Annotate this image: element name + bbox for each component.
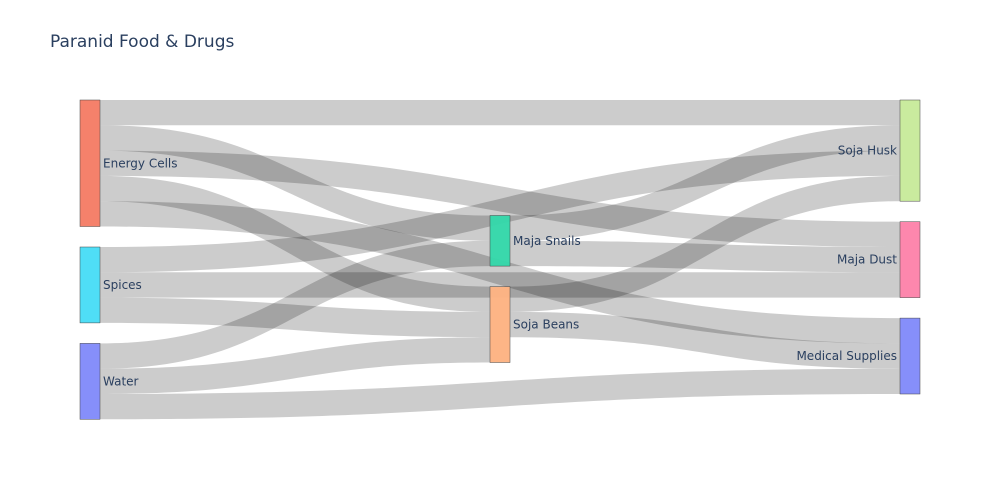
sankey-node-water[interactable] [79,343,101,420]
sankey-node-energy-cells[interactable] [79,99,101,227]
sankey-link-energy_cells-to-medical_supplies[interactable] [100,201,900,344]
node-label-spices: Spices [103,278,142,292]
sankey-link-energy_cells-to-maja_dust[interactable] [100,150,900,247]
sankey-link-spices-to-soja_beans[interactable] [100,297,490,338]
sankey-link-energy_cells-to-soja_husk[interactable] [100,100,900,126]
sankey-link-spices-to-maja_dust[interactable] [100,272,900,298]
sankey-link-energy_cells-to-maja_snails[interactable] [100,125,490,241]
sankey-link-soja_beans-to-soja_husk[interactable] [510,175,900,312]
sankey-link-maja_snails-to-soja_husk[interactable] [510,125,900,241]
sankey-node-soja-beans[interactable] [489,286,511,363]
node-label-maja-snails: Maja Snails [513,234,581,248]
sankey-node-maja-dust[interactable] [899,221,921,298]
sankey-link-spices-to-soja_husk[interactable] [100,150,900,273]
sankey-node-maja-snails[interactable] [489,215,511,267]
sankey-links [100,100,900,420]
sankey-node-soja-husk[interactable] [899,99,921,202]
sankey-link-water-to-medical_supplies[interactable] [100,368,900,420]
sankey-node-medical-supplies[interactable] [899,317,921,395]
sankey-link-energy_cells-to-soja_beans[interactable] [100,175,490,312]
sankey-node-spices[interactable] [79,246,101,324]
sankey-link-soja_beans-to-medical_supplies[interactable] [510,311,900,369]
node-label-energy-cells: Energy Cells [103,156,178,170]
chart-title: Paranid Food & Drugs [50,32,235,52]
node-label-soja-husk: Soja Husk [838,144,897,158]
node-label-maja-dust: Maja Dust [837,253,897,267]
node-label-soja-beans: Soja Beans [513,318,579,332]
sankey-link-water-to-soja_beans[interactable] [100,337,490,394]
sankey-link-water-to-maja_snails[interactable] [100,240,490,369]
node-label-medical-supplies: Medical Supplies [796,349,897,363]
node-label-water: Water [103,374,139,388]
sankey-link-maja_snails-to-maja_dust[interactable] [510,240,900,273]
